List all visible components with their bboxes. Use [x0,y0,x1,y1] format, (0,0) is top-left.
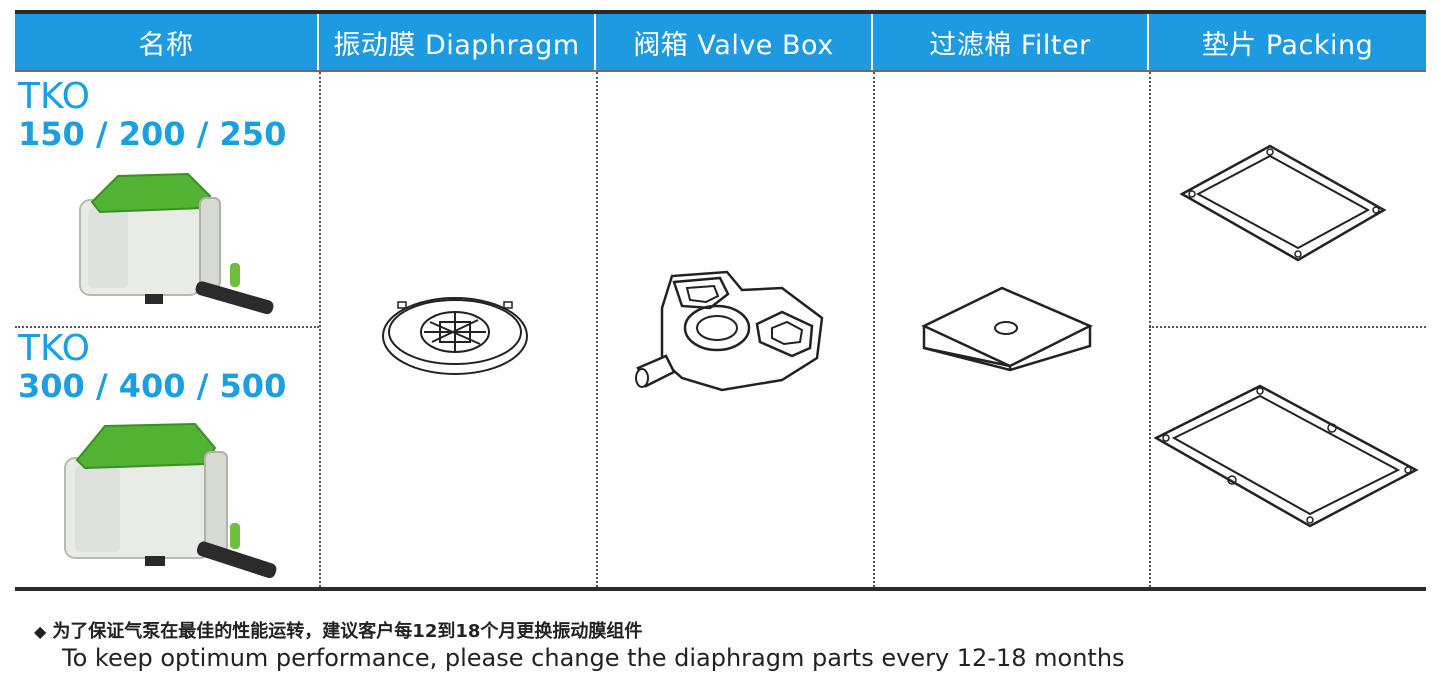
parts-table: 名称 振动膜 Diaphragm 阀箱 Valve Box 过滤棉 Filter… [15,10,1426,592]
diamond-bullet-icon: ◆ [34,622,47,641]
valve-box-drawing [635,270,824,392]
header-packing: 垫片 Packing [1201,29,1374,61]
column-divider [319,72,321,587]
column-divider [1149,72,1151,587]
gasket-drawing [1179,144,1387,262]
model-sizes: 150 / 200 / 250 [18,115,287,153]
model-block-2: TKO 300 / 400 / 500 [18,328,287,405]
header-underline [15,70,1426,72]
air-pump-image [79,172,274,315]
row-divider [15,326,319,328]
header-valve-box: 阀箱 Valve Box [596,14,873,70]
column-divider [873,72,875,587]
diaphragm-drawing [382,297,528,375]
filter-pad-drawing [921,286,1093,372]
model-block-1: TKO 150 / 200 / 250 [18,76,287,153]
model-sizes: 300 / 400 / 500 [18,367,287,405]
row-divider [1149,326,1426,328]
top-rule [15,10,1426,14]
column-divider [596,72,598,587]
air-pump-image [64,422,277,579]
table-header: 名称 振动膜 Diaphragm 阀箱 Valve Box 过滤棉 Filter… [15,14,1426,70]
maintenance-note-en: To keep optimum performance, please chan… [62,644,1125,672]
maintenance-note-zh: ◆为了保证气泵在最佳的性能运转，建议客户每12到18个月更换振动膜组件 [34,621,643,642]
header-name: 名称 [15,14,319,70]
gasket-drawing [1153,384,1419,528]
header-diaphragm: 振动膜 Diaphragm [319,14,596,70]
bottom-rule [15,587,1426,591]
model-name: TKO [18,328,90,369]
model-name: TKO [18,76,90,117]
header-filter: 过滤棉 Filter [873,14,1149,70]
